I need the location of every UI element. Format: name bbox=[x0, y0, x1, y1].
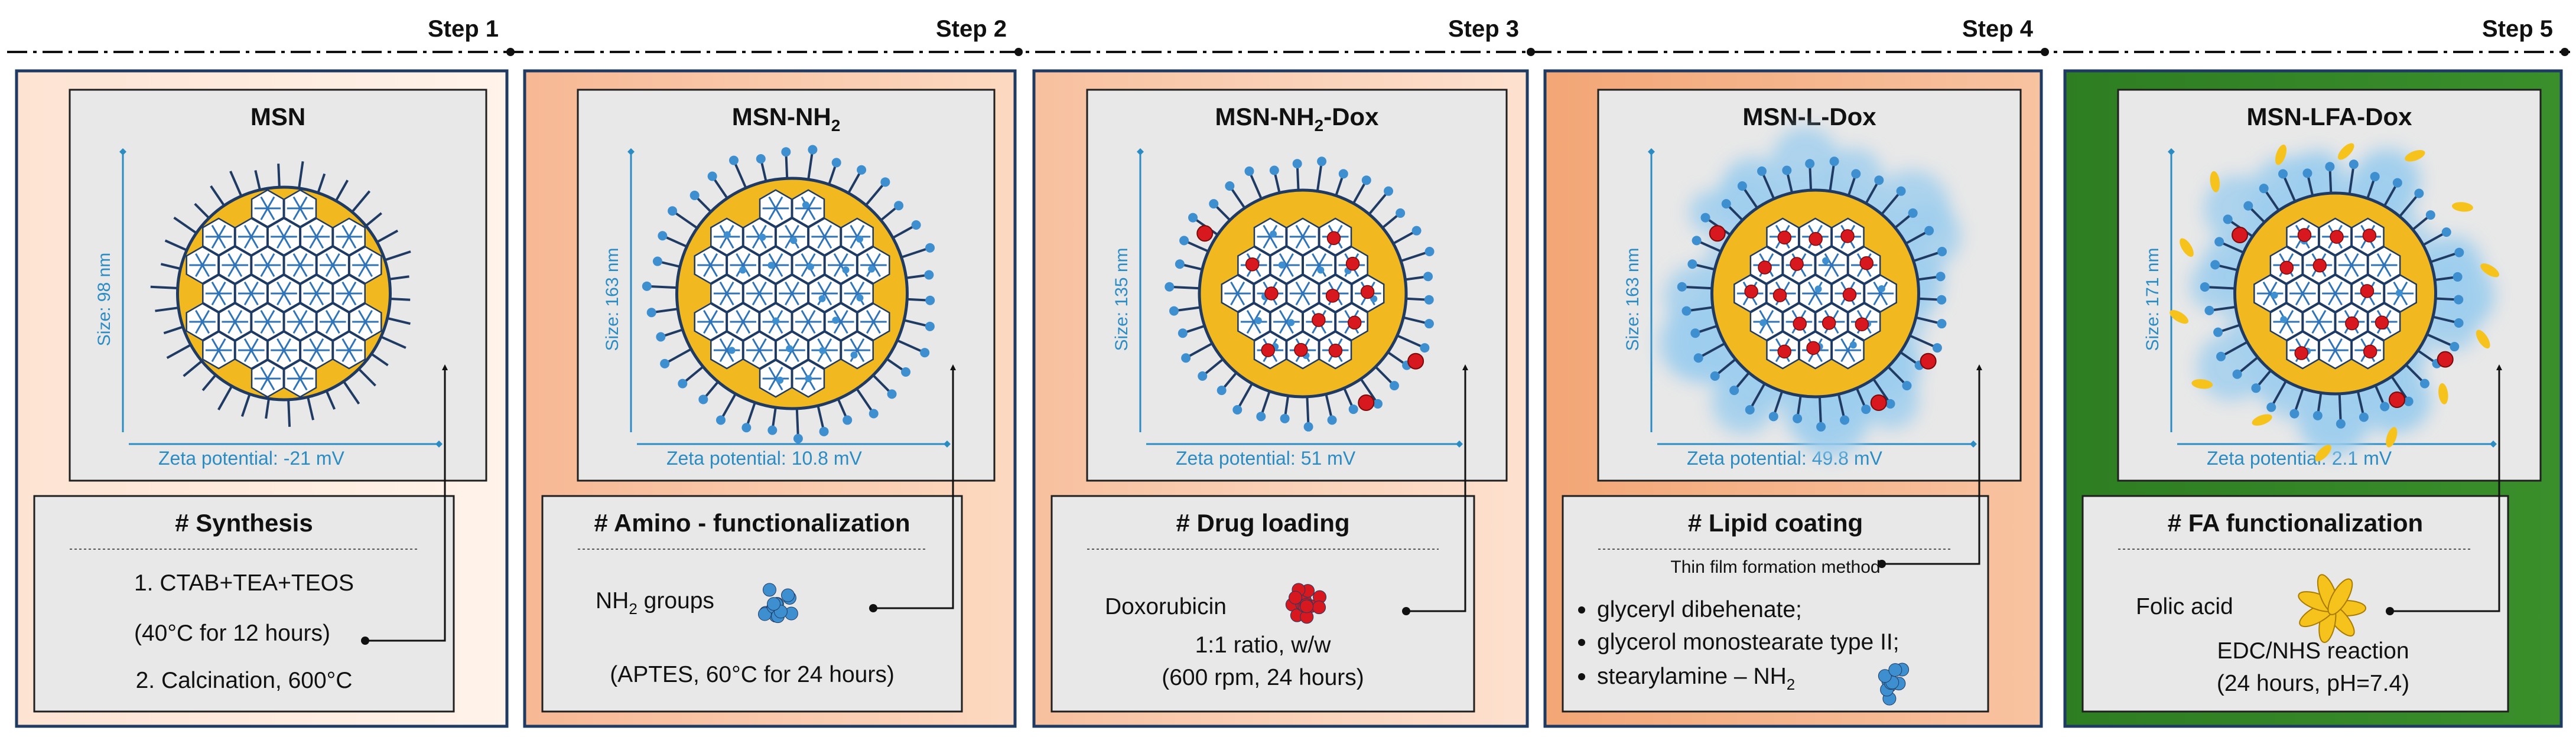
size-label: Size: 163 nm bbox=[603, 247, 622, 351]
method-line: (600 rpm, 24 hours) bbox=[1162, 665, 1364, 690]
connector-arrow bbox=[873, 364, 956, 609]
step-label: Step 5 bbox=[2482, 16, 2553, 42]
zeta-label: Zeta potential: 2.1 mV bbox=[2207, 448, 2392, 469]
particle-title: MSN-LFA-Dox bbox=[2247, 103, 2413, 130]
bullet bbox=[1578, 673, 1585, 680]
timeline-dot bbox=[2041, 48, 2049, 56]
method-line: (40°C for 12 hours) bbox=[134, 621, 330, 646]
method-subtitle: Thin film formation method bbox=[1670, 557, 1880, 577]
particle-title: MSN-NH2-Dox bbox=[1215, 103, 1380, 135]
method-line: 2. Calcination, 600°C bbox=[136, 668, 353, 693]
timeline-dot bbox=[1014, 48, 1023, 56]
particle-title: MSN-L-Dox bbox=[1742, 103, 1876, 130]
size-label: Size: 135 nm bbox=[1112, 247, 1131, 351]
method-title: # Amino - functionalization bbox=[594, 509, 910, 537]
method-line: (APTES, 60°C for 24 hours) bbox=[610, 662, 895, 687]
size-label: Size: 163 nm bbox=[1623, 247, 1642, 351]
surface-dox bbox=[1709, 225, 1937, 411]
method-line: glyceryl dibehenate; bbox=[1597, 597, 1802, 622]
step-label: Step 3 bbox=[1448, 16, 1519, 42]
size-label: Size: 98 nm bbox=[95, 253, 114, 346]
silica-pores bbox=[186, 189, 382, 398]
surface-ligands bbox=[150, 161, 411, 427]
particle-title: MSN-NH2 bbox=[732, 103, 841, 135]
connector-arrow bbox=[1882, 364, 1982, 565]
method-box bbox=[2081, 495, 2509, 713]
method-box bbox=[541, 495, 963, 713]
connector-arrow bbox=[1406, 364, 1468, 612]
bullet bbox=[1578, 639, 1585, 646]
connector-arrow bbox=[365, 364, 448, 642]
folic-acid-ligands bbox=[2170, 143, 2500, 462]
surface-dox bbox=[1196, 225, 1424, 411]
step-label: Step 2 bbox=[936, 16, 1007, 42]
connector-arrow bbox=[2390, 364, 2502, 612]
silica-pores bbox=[694, 189, 890, 398]
surface-ligands bbox=[1165, 156, 1435, 432]
method-line: (24 hours, pH=7.4) bbox=[2217, 671, 2409, 696]
step-label: Step 4 bbox=[1962, 16, 2034, 42]
step-1-group: Step 1 MSN Size: 98 nm Zeta potential: -21 … bbox=[15, 16, 515, 728]
method-line: 1. CTAB+TEA+TEOS bbox=[134, 570, 354, 596]
timeline-dot bbox=[2561, 48, 2569, 56]
zeta-label: Zeta potential: -21 mV bbox=[158, 448, 344, 469]
method-line: stearylamine – NH2 bbox=[1597, 664, 1795, 693]
particle-title: MSN bbox=[251, 103, 305, 130]
method-line: Doxorubicin bbox=[1105, 594, 1227, 619]
method-line: Folic acid bbox=[2136, 594, 2233, 619]
method-line: 1:1 ratio, w/w bbox=[1195, 632, 1332, 658]
folic-acid-icon bbox=[2298, 574, 2366, 643]
method-line: glycerol monostearate type II; bbox=[1597, 629, 1900, 655]
method-title: # Lipid coating bbox=[1688, 509, 1863, 537]
zeta-label: Zeta potential: 49.8 mV bbox=[1687, 448, 1883, 469]
method-box bbox=[1562, 495, 1989, 713]
zeta-label: Zeta potential: 51 mV bbox=[1176, 448, 1356, 469]
zeta-label: Zeta potential: 10.8 mV bbox=[666, 448, 863, 469]
method-title: # FA functionalization bbox=[2168, 509, 2423, 537]
silica-pores bbox=[1733, 217, 1897, 370]
method-line: EDC/NHS reaction bbox=[2217, 638, 2409, 664]
surface-ligands bbox=[642, 145, 935, 443]
method-title: # Drug loading bbox=[1176, 509, 1350, 537]
method-line: NH2 groups bbox=[596, 588, 714, 618]
method-box bbox=[33, 495, 455, 713]
size-label: Size: 171 nm bbox=[2143, 247, 2162, 351]
dox-cluster-icon bbox=[1285, 583, 1327, 624]
silica-pores bbox=[2253, 217, 2417, 370]
method-box bbox=[1050, 495, 1475, 713]
amine-cluster-icon bbox=[757, 583, 798, 624]
surface-ligands bbox=[2200, 159, 2464, 429]
silica-pores bbox=[1221, 217, 1385, 370]
method-title: # Synthesis bbox=[175, 509, 313, 537]
timeline-dot bbox=[1527, 48, 1535, 56]
surface-dox bbox=[2232, 227, 2454, 408]
surface-ligands bbox=[1677, 156, 1947, 432]
step-label: Step 1 bbox=[428, 16, 499, 42]
stearylamine-icon bbox=[1878, 663, 1910, 706]
bullet bbox=[1578, 606, 1585, 614]
timeline-dot bbox=[506, 48, 515, 56]
